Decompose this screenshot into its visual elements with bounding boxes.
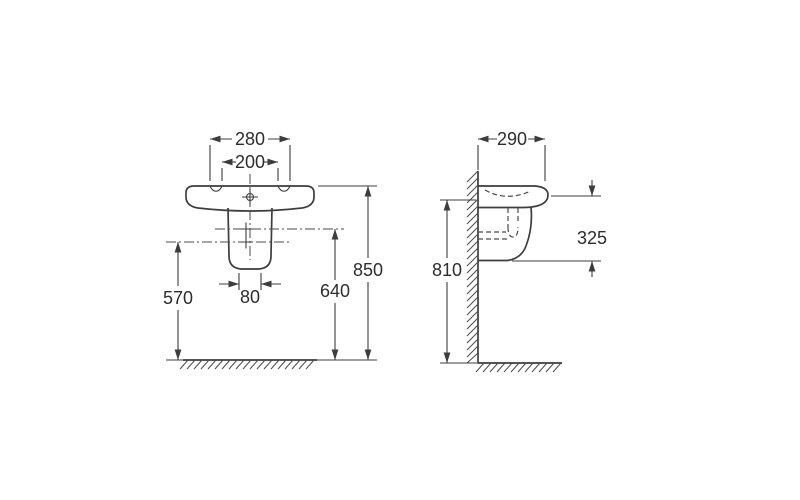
floor-hatch-side [475, 362, 562, 373]
basin-rim-notch-right [277, 185, 291, 192]
front-dim-top-inner: 200 [221, 152, 279, 181]
extension-line [221, 168, 279, 181]
dim-label: 80 [240, 287, 260, 307]
front-dim-mid-height: 640 [320, 229, 350, 360]
front-dim-base: 80 [219, 273, 281, 307]
dim-label: 280 [235, 129, 265, 149]
extension-line [512, 195, 601, 262]
dim-label: 200 [235, 152, 265, 172]
front-dim-left-height: 570 [163, 242, 193, 360]
front-dim-top-outer: 280 [209, 129, 291, 181]
fixing-hole-mark-upper [239, 222, 253, 236]
dim-label: 640 [320, 281, 350, 301]
pedestal-side-profile [478, 206, 533, 262]
front-view: 280 200 80 570 640 [163, 129, 383, 370]
side-dim-height: 810 [432, 199, 476, 363]
basin-rim-notch-left [209, 185, 223, 192]
trap-hidden-lines [478, 208, 519, 240]
front-dim-right-height: 850 [318, 185, 383, 360]
basin-side-profile [478, 185, 549, 209]
dim-label: 810 [432, 260, 462, 280]
tap-hole-mark [242, 189, 258, 205]
fixing-hole-mark-lower [239, 235, 253, 249]
dim-label: 850 [353, 260, 383, 280]
extension-line [209, 145, 291, 181]
dim-label: 325 [577, 228, 607, 248]
side-view: 290 810 325 [432, 129, 607, 373]
pedestal-front-outline [227, 207, 273, 270]
side-dim-depth: 290 [477, 129, 546, 181]
dim-label: 570 [163, 288, 193, 308]
basin-front-outline [185, 185, 315, 212]
wall-hatch [466, 170, 479, 364]
side-dim-pedestal: 325 [512, 180, 607, 277]
dim-label: 290 [497, 129, 527, 149]
extension-line [477, 145, 546, 181]
bowl-hidden-line [484, 189, 532, 197]
floor-hatch-front [179, 359, 315, 370]
